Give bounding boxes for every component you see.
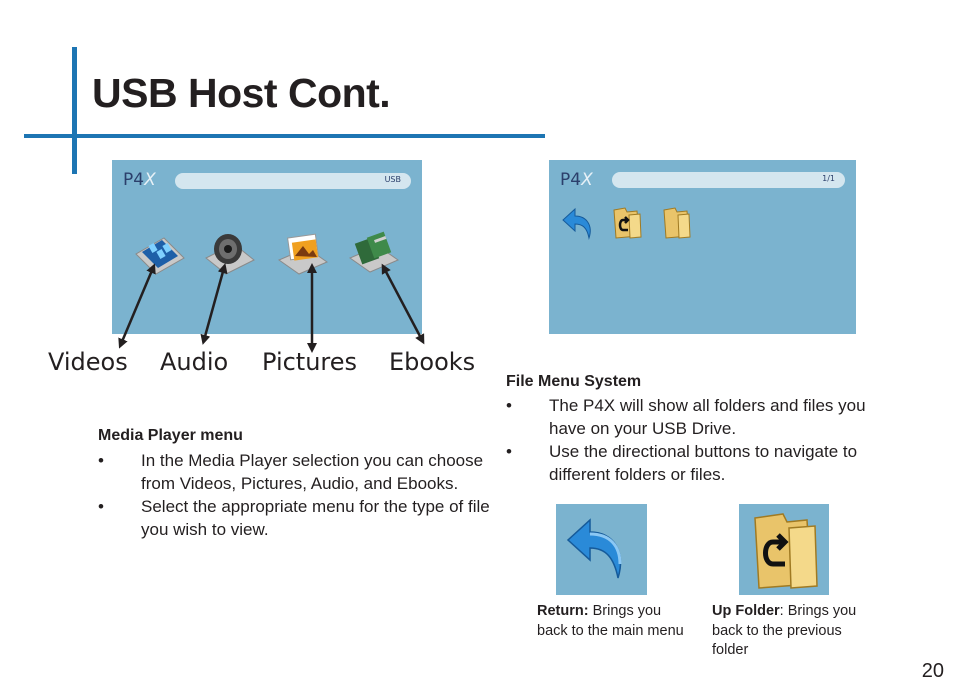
up-folder-caption: Up Folder: Brings you back to the previo… [712, 603, 857, 658]
videos-arrow [118, 263, 156, 349]
up-folder-icon-large [739, 504, 829, 595]
media-player-bullets: •In the Media Player selection you can c… [98, 449, 493, 541]
ebooks-icon[interactable] [348, 230, 400, 274]
media-player-screenshot: P4X USB [112, 160, 422, 334]
pictures-label: Pictures [262, 348, 358, 376]
up-folder-icon[interactable] [611, 206, 643, 240]
return-icon[interactable] [561, 206, 597, 240]
file-menu-bullets: •The P4X will show all folders and files… [506, 394, 891, 486]
media-player-heading: Media Player menu [98, 427, 243, 444]
folder-icon[interactable] [661, 206, 693, 240]
ebooks-label: Ebooks [389, 348, 476, 376]
page-bar: 1/1 [612, 172, 845, 188]
page-title: USB Host Cont. [92, 70, 391, 116]
audio-arrow [200, 263, 228, 345]
p4x-logo: P4X [123, 170, 156, 190]
list-item: •Select the appropriate menu for the typ… [98, 497, 490, 539]
list-item: •The P4X will show all folders and files… [506, 396, 866, 438]
page-indicator: 1/1 [822, 174, 835, 183]
return-icon-large [556, 504, 647, 595]
source-bar: USB [175, 173, 411, 189]
return-caption: Return: Brings you back to the main menu [537, 603, 684, 639]
pictures-icon[interactable] [277, 232, 329, 276]
ebooks-arrow [381, 263, 425, 345]
file-menu-heading: File Menu System [506, 373, 642, 390]
title-accent-horizontal-line [24, 134, 545, 138]
source-label: USB [384, 175, 401, 184]
p4x-logo: P4X [560, 170, 593, 190]
title-accent-vertical-line [72, 47, 77, 174]
audio-label: Audio [160, 348, 229, 376]
label-arrows [118, 263, 425, 353]
page-number: 20 [921, 660, 944, 682]
list-item: •Use the directional buttons to navigate… [506, 442, 858, 484]
file-menu-screenshot: P4X 1/1 [549, 160, 856, 334]
list-item: •In the Media Player selection you can c… [98, 451, 484, 493]
videos-label: Videos [48, 348, 128, 376]
